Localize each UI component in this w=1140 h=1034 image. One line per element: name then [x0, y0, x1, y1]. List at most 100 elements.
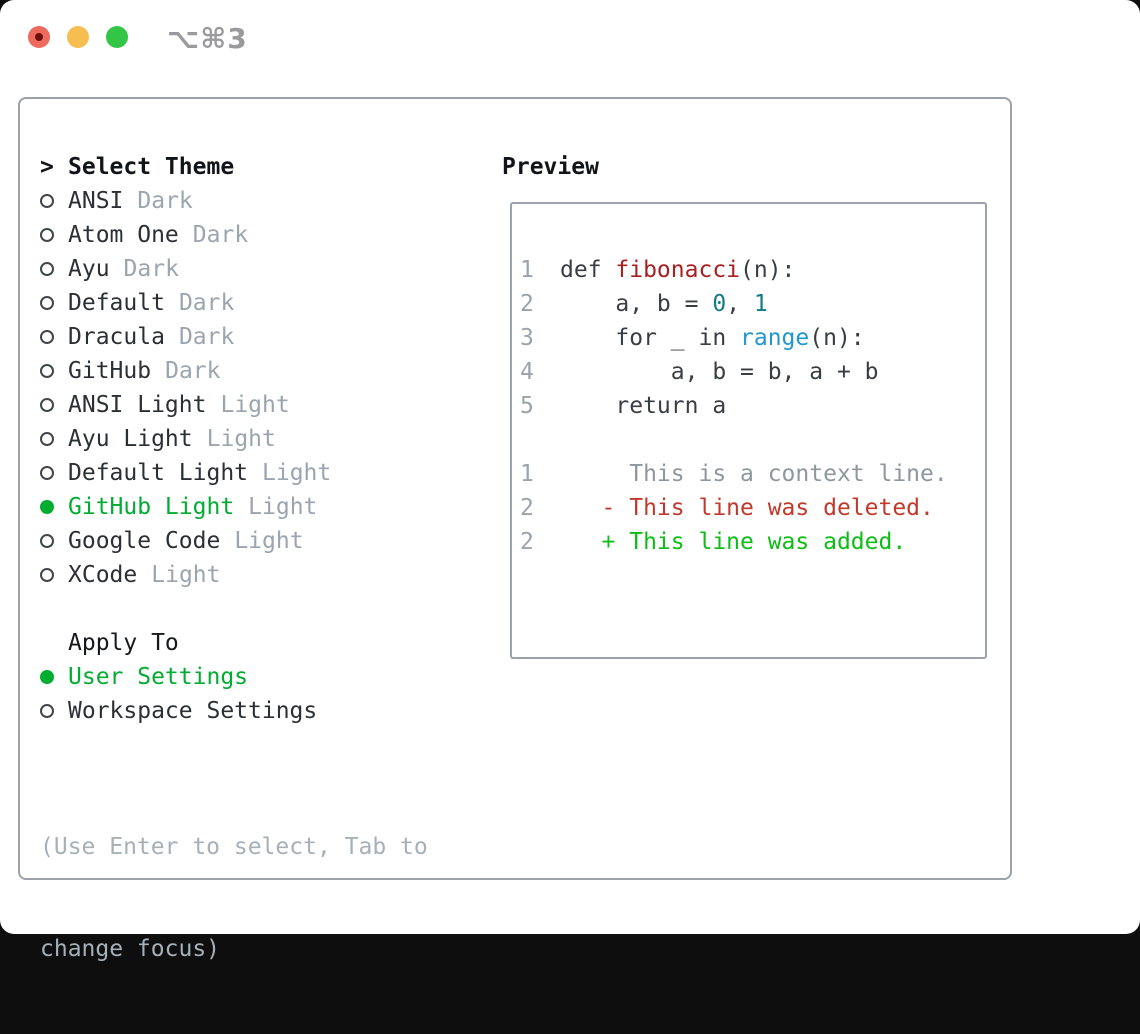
- radio-icon: [40, 296, 54, 310]
- code-token-fg: def: [560, 257, 616, 283]
- preview-line: 3 for _ in range(n):: [512, 321, 985, 355]
- radio-icon: [40, 568, 54, 582]
- apply-option-label: User Settings: [68, 664, 249, 690]
- radio-icon: [40, 466, 54, 480]
- radio-icon: [40, 228, 54, 242]
- line-number: 4: [520, 359, 534, 385]
- theme-option-label: Ayu: [68, 256, 110, 282]
- theme-option-label: Dracula: [68, 324, 165, 350]
- theme-option-xcode[interactable]: XCode Light: [40, 558, 331, 592]
- line-number: 2: [520, 291, 534, 317]
- code-content: return a: [560, 393, 726, 419]
- preview-line: 2 a, b = 0, 1: [512, 287, 985, 321]
- keyboard-hint: (Use Enter to select, Tab to change focu…: [40, 762, 428, 1034]
- theme-option-atom-one[interactable]: Atom One Dark: [40, 218, 331, 252]
- line-number: 5: [520, 393, 534, 419]
- code-content: + This line was added.: [560, 529, 907, 555]
- theme-variant-tag: Light: [220, 392, 290, 418]
- radio-icon: [40, 364, 54, 378]
- theme-option-label: XCode: [68, 562, 138, 588]
- theme-option-label: ANSI: [68, 188, 124, 214]
- radio-icon: [40, 262, 54, 276]
- theme-option-label: Default Light: [68, 460, 249, 486]
- code-token-fg: (n):: [740, 257, 796, 283]
- theme-option-label: Default: [68, 290, 165, 316]
- line-number: 2: [520, 529, 534, 555]
- code-token-deleted: - This line was deleted.: [560, 495, 934, 521]
- line-number: 3: [520, 325, 534, 351]
- theme-variant-tag: Light: [262, 460, 332, 486]
- theme-option-label: Google Code: [68, 528, 221, 554]
- theme-variant-tag: Light: [248, 494, 318, 520]
- theme-option-dracula[interactable]: Dracula Dark: [40, 320, 331, 354]
- line-number: 1: [520, 257, 534, 283]
- theme-variant-tag: Dark: [192, 222, 249, 248]
- apply-option-workspace-settings[interactable]: Workspace Settings: [40, 694, 317, 728]
- title-bar: ⌥⌘3: [0, 0, 1140, 76]
- theme-variant-tag: Dark: [123, 256, 179, 282]
- theme-variant-tag: Dark: [137, 188, 193, 214]
- code-token-num: 1: [753, 291, 768, 317]
- apply-option-label: Workspace Settings: [68, 698, 318, 724]
- code-token-num: 0: [712, 291, 727, 317]
- code-content: for _ in range(n):: [560, 325, 865, 351]
- preview-line: 2 - This line was deleted.: [512, 491, 985, 525]
- code-token-fg: (n):: [809, 325, 865, 351]
- theme-option-github[interactable]: GitHub Dark: [40, 354, 331, 388]
- theme-option-ansi[interactable]: ANSI Dark: [40, 184, 331, 218]
- maximize-button[interactable]: [106, 26, 128, 48]
- theme-option-label: Atom One: [68, 222, 179, 248]
- code-token-fg: ,: [726, 291, 754, 317]
- theme-option-ansi-light[interactable]: ANSI Light Light: [40, 388, 331, 422]
- apply-to-title: Apply To: [68, 630, 179, 656]
- code-content: This is a context line.: [560, 461, 948, 487]
- preview-line: 2 + This line was added.: [512, 525, 985, 559]
- theme-list-header: > Select Theme: [40, 150, 331, 184]
- close-button[interactable]: [28, 26, 50, 48]
- code-token-fg: a, b =: [560, 291, 713, 317]
- theme-option-label: ANSI Light: [68, 392, 207, 418]
- preview-line: 1 This is a context line.: [512, 457, 985, 491]
- radio-selected-icon: [40, 670, 54, 684]
- code-content: a, b = 0, 1: [560, 291, 768, 317]
- preview-line: 4 a, b = b, a + b: [512, 355, 985, 389]
- code-content: a, b = b, a + b: [560, 359, 879, 385]
- apply-to-header: Apply To: [40, 626, 317, 660]
- apply-option-user-settings[interactable]: User Settings: [40, 660, 317, 694]
- radio-icon: [40, 432, 54, 446]
- theme-option-label: GitHub Light: [68, 494, 235, 520]
- radio-icon: [40, 194, 54, 208]
- theme-variant-tag: Light: [151, 562, 221, 588]
- code-token-fg: for _ in: [560, 325, 741, 351]
- theme-option-default[interactable]: Default Dark: [40, 286, 331, 320]
- theme-option-label: Ayu Light: [68, 426, 193, 452]
- code-token-context: This is a context line.: [560, 461, 948, 487]
- theme-variant-tag: Dark: [178, 290, 235, 316]
- theme-variant-tag: Dark: [178, 324, 235, 350]
- theme-variant-tag: Light: [206, 426, 276, 452]
- code-token-builtin: range: [740, 325, 810, 351]
- radio-selected-icon: [40, 500, 54, 514]
- line-number: 1: [520, 461, 534, 487]
- theme-option-default-light[interactable]: Default Light Light: [40, 456, 331, 490]
- line-number: 2: [520, 495, 534, 521]
- theme-option-google-code[interactable]: Google Code Light: [40, 524, 331, 558]
- theme-list-title: Select Theme: [68, 154, 235, 180]
- radio-icon: [40, 704, 54, 718]
- preview-line: [512, 423, 985, 457]
- code-token-fg: return a: [560, 393, 727, 419]
- theme-option-ayu[interactable]: Ayu Dark: [40, 252, 331, 286]
- theme-option-ayu-light[interactable]: Ayu Light Light: [40, 422, 331, 456]
- preview-title: Preview: [502, 154, 599, 180]
- window-title: ⌥⌘3: [167, 22, 248, 55]
- theme-variant-tag: Light: [234, 528, 304, 554]
- theme-option-github-light[interactable]: GitHub Light Light: [40, 490, 331, 524]
- theme-option-label: GitHub: [68, 358, 152, 384]
- theme-variant-tag: Dark: [165, 358, 221, 384]
- minimize-button[interactable]: [67, 26, 89, 48]
- code-content: def fibonacci(n):: [560, 257, 795, 283]
